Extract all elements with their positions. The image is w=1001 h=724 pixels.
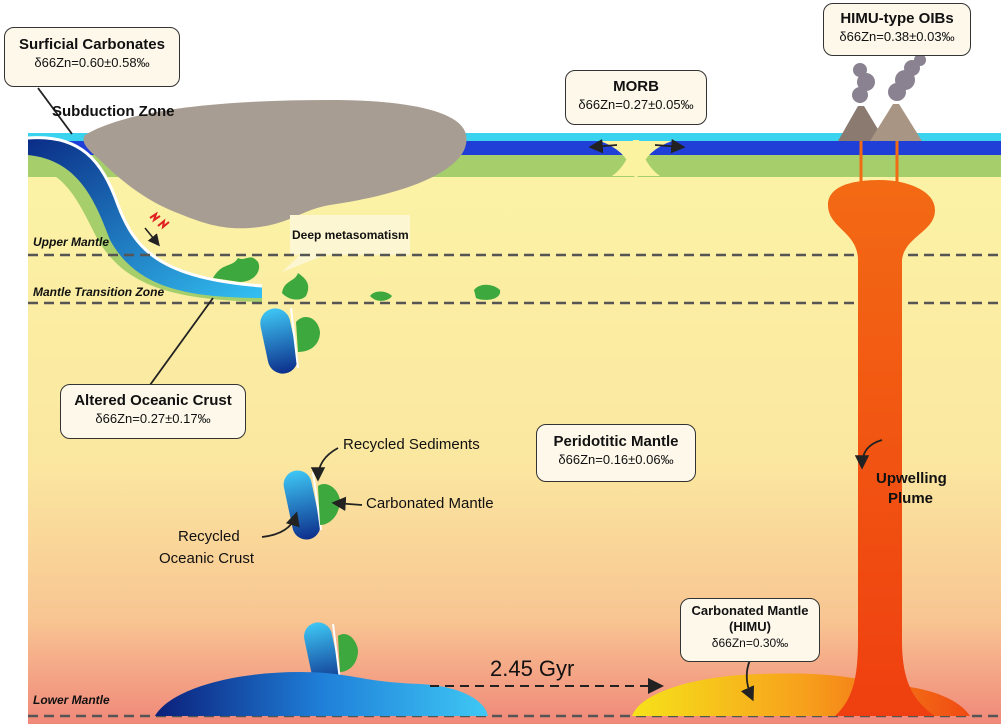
lower-mantle-label: Lower Mantle bbox=[33, 693, 110, 707]
carbonated-mantle-label: Carbonated Mantle bbox=[366, 495, 494, 512]
recycled-package-1 bbox=[260, 307, 320, 374]
sediments-arrow bbox=[310, 447, 339, 482]
recycled-crust-label-2: Oceanic Crust bbox=[159, 550, 255, 567]
morb-box: MORB δ66Zn=0.27±0.05‰ bbox=[565, 70, 707, 125]
carbonated-blob bbox=[370, 291, 392, 301]
box-title: Altered Oceanic Crust bbox=[74, 392, 232, 409]
spreading-arrow-right bbox=[654, 139, 686, 154]
recycled-sediments-label: Recycled Sediments bbox=[343, 436, 480, 453]
box-title: HIMU-type OIBs bbox=[840, 10, 954, 27]
altered-crust-leader bbox=[149, 297, 214, 386]
altered-crust-box: Altered Oceanic Crust δ66Zn=0.27±0.17‰ bbox=[60, 384, 246, 439]
slab-arrow bbox=[144, 227, 160, 247]
blue-pool bbox=[155, 672, 488, 716]
carbonated-blob bbox=[474, 284, 501, 300]
upwelling-plume bbox=[828, 180, 935, 716]
box-subtitle: (HIMU) bbox=[729, 619, 771, 635]
plume-arrow bbox=[854, 439, 883, 470]
volcano bbox=[870, 104, 922, 141]
carbonated-himu-box: Carbonated Mantle (HIMU) δ66Zn=0.30‰ bbox=[680, 598, 820, 662]
transition-zone-label: Mantle Transition Zone bbox=[33, 285, 165, 299]
upwelling-label-1: Upwelling bbox=[876, 470, 947, 487]
ridge-axis bbox=[612, 140, 660, 176]
himu-oibs-box: HIMU-type OIBs δ66Zn=0.38±0.03‰ bbox=[823, 3, 971, 56]
smoke bbox=[852, 54, 926, 103]
box-title: Carbonated Mantle bbox=[691, 603, 809, 618]
box-value: δ66Zn=0.27±0.05‰ bbox=[578, 96, 694, 112]
peridotitic-mantle-box: Peridotitic Mantle δ66Zn=0.16±0.06‰ bbox=[536, 424, 696, 482]
box-value: δ66Zn=0.30‰ bbox=[711, 635, 789, 650]
metasomatism-callout bbox=[282, 215, 410, 272]
recycled-crust-label-1: Recycled bbox=[178, 528, 240, 545]
ocean-layer bbox=[28, 133, 1001, 141]
surficial-leader bbox=[37, 87, 73, 135]
recycled-package-3 bbox=[304, 622, 358, 688]
subducting-slab bbox=[28, 137, 262, 298]
surficial-carbonates-box: Surficial Carbonates δ66Zn=0.60±0.58‰ bbox=[4, 27, 180, 87]
carbonated-blob bbox=[282, 273, 309, 300]
box-value: δ66Zn=0.27±0.17‰ bbox=[95, 410, 211, 426]
himu-arrow bbox=[740, 659, 755, 702]
carbonated-arrow bbox=[331, 496, 363, 511]
spreading-arrow-left bbox=[588, 138, 618, 154]
box-value: δ66Zn=0.38±0.03‰ bbox=[839, 28, 955, 44]
continent bbox=[83, 100, 467, 229]
carbonated-blob bbox=[213, 257, 260, 282]
box-value: δ66Zn=0.16±0.06‰ bbox=[558, 451, 674, 467]
subduction-zone-label: Subduction Zone bbox=[52, 103, 175, 120]
volcano bbox=[838, 106, 885, 141]
slab-surface bbox=[27, 136, 263, 288]
box-value: δ66Zn=0.60±0.58‰ bbox=[34, 54, 150, 70]
deep-metasomatism-label: Deep metasomatism bbox=[292, 228, 409, 242]
dehydration-icon bbox=[149, 211, 170, 230]
box-title: Surficial Carbonates bbox=[19, 36, 165, 53]
upwelling-label-2: Plume bbox=[888, 490, 934, 507]
box-title: Peridotitic Mantle bbox=[553, 433, 679, 450]
time-label: 2.45 Gyr bbox=[490, 656, 575, 681]
upper-mantle-label: Upper Mantle bbox=[33, 235, 110, 249]
box-title: MORB bbox=[613, 78, 659, 95]
recycled-crust-arrow bbox=[261, 511, 300, 538]
